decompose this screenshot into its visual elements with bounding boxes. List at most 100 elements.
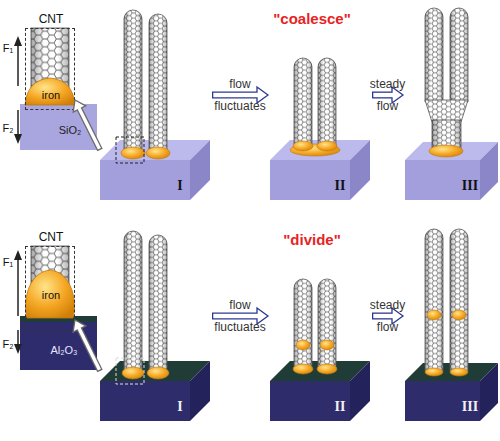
edge-label: steady flow [370,294,405,338]
mode-title: "coalesce" [273,10,351,27]
force-arrowhead [14,344,22,354]
iron-particle [146,147,170,159]
iron-particle [317,364,337,374]
flow-arrow [372,313,393,320]
force-arrow [17,258,19,316]
force-arrowhead [14,250,22,260]
stage-panel: III [403,226,499,424]
arrow-inner [373,314,394,318]
tube-shading [318,279,336,368]
substrate-side [480,363,498,421]
arrow-inner [79,107,100,149]
substrate-block [20,322,97,370]
substrate-front [100,381,190,421]
carbon-nanotube [318,279,336,368]
force-label: F₁ [3,42,13,54]
flow-arrow [79,329,100,371]
substrate-front [405,381,480,421]
substrate-front [270,381,350,421]
substrate-block [20,104,97,150]
arrow-inner [373,93,394,97]
stage-panel: II [268,271,372,424]
stage-panel: I [100,5,212,203]
component-label: iron [42,89,60,101]
arrow-head [73,320,86,332]
substrate-front [405,160,480,200]
substrate-side [350,361,370,421]
carbon-nanotube [318,58,336,147]
iron-particle [147,367,169,379]
tube-junction [425,100,468,122]
force-arrowhead [14,36,22,46]
tube-shading [318,58,336,147]
force-label: F₁ [3,256,13,268]
carbon-nanotube [425,8,443,102]
stage-number: II [335,399,346,415]
carbon-nanotube [124,231,142,373]
iron-particle [25,78,75,105]
edge-label: flow fluctuates [214,294,265,338]
substrate-side [350,140,370,200]
flow-arrow [372,92,393,99]
iron-particle [425,368,443,376]
arrow-inner [213,93,259,97]
arrow-inner [79,327,100,370]
iron-particle [296,340,310,350]
iron-particle [427,310,441,320]
iron-particle [26,270,75,318]
carbon-nanotube [124,10,142,152]
substrate-front [270,160,350,200]
zoom-marker [116,137,144,163]
force-arrowhead [14,134,22,144]
flow-arrow [79,108,100,150]
substrate-label: Al₂O₃ [50,344,77,356]
tube-shading [425,229,443,371]
iron-particle [293,141,313,151]
stage-number: II [335,178,346,194]
force-arrow [17,330,19,346]
tube-shading [149,235,167,373]
component-label: CNT [39,12,64,26]
iron-particle [293,364,313,374]
tube-shading [124,10,142,152]
tube-shading [450,229,468,371]
substrate-side [190,140,210,200]
stage-panel: II [268,50,372,203]
tube-shading [425,8,443,102]
arrow-inner [213,314,259,318]
substrate-side [190,361,210,421]
force-arrow [17,110,19,136]
inset-box: CNTiron [25,246,75,332]
iron-particle [320,340,334,350]
stage-number: III [462,178,478,194]
zoom-marker [116,358,144,384]
arrow-head [73,100,86,112]
iron-particle [122,367,144,379]
carbon-nanotube [450,8,468,102]
carbon-nanotube [149,14,167,152]
component-label: CNT [39,230,64,244]
stage-panel: III [403,5,499,203]
iron-particle [429,145,463,157]
carbon-nanotube [149,235,167,373]
substrate-front [100,160,190,200]
edge-label: flow fluctuates [214,73,265,117]
carbon-nanotube [294,279,312,368]
substrate-side [480,142,498,200]
stage-number: I [177,399,182,415]
stage-panel: I [100,226,212,424]
iron-particle [317,141,337,151]
iron-particle [452,310,466,320]
edge-label: steady flow [370,73,405,117]
flow-arrow [212,92,258,99]
force-label: F₂ [3,338,14,350]
mode-title: "divide" [283,231,341,248]
tube-shading [294,58,312,147]
carbon-nanotube [425,229,443,371]
stage-number: III [462,399,478,415]
force-arrow [17,44,19,86]
force-label: F₂ [3,122,14,134]
iron-particle [121,147,145,159]
